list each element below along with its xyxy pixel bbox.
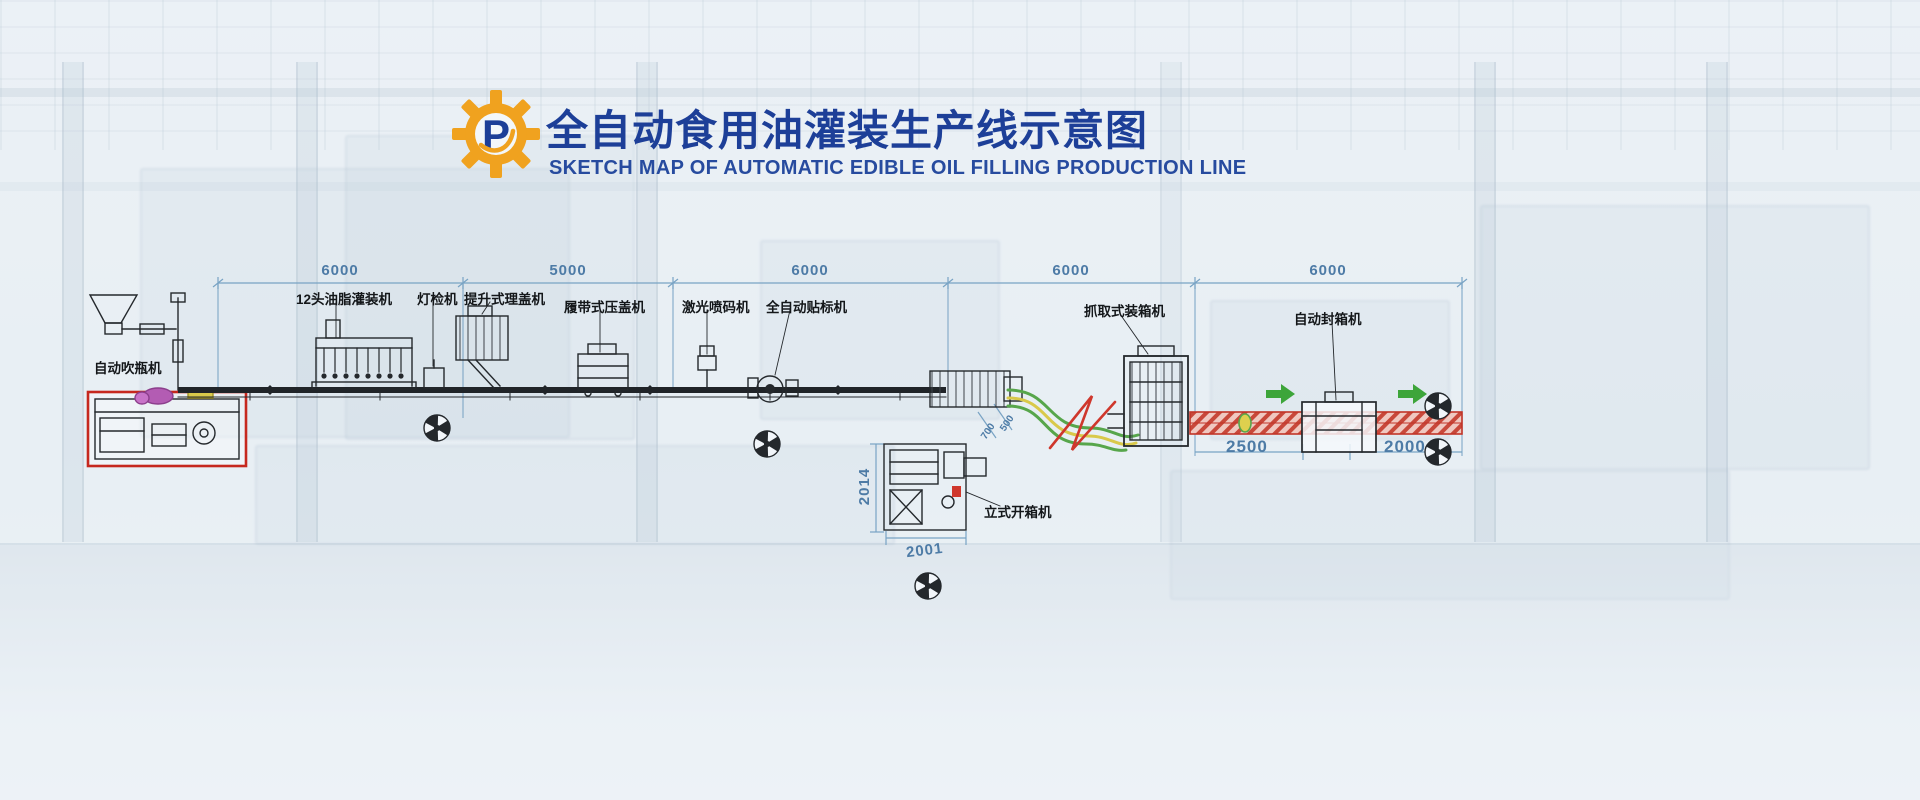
curve-conveyor-drawing [1006,388,1140,452]
label-case-packer: 抓取式装箱机 [1084,304,1165,319]
page-title: 全自动食用油灌装生产线示意图 [546,107,1149,154]
label-blow-molding: 自动吹瓶机 [94,361,162,376]
light-inspection-drawing [423,359,445,389]
case-opener-drawing [883,443,987,531]
label-capping: 履带式压盖机 [564,300,645,315]
case-sealer-drawing [1301,391,1377,453]
case-packer-drawing [1107,345,1189,447]
label-filling: 12头油脂灌装机 [296,292,393,307]
dim-label-packer-outfeed: 2500 [1226,437,1268,456]
company-logo: P [452,90,540,178]
dimension-lines [212,277,1468,545]
dim-label-segment-5: 6000 [1309,262,1347,279]
dim-label-sealer-outfeed: 2000 [1384,437,1426,456]
page-subtitle: SKETCH MAP OF AUTOMATIC EDIBLE OIL FILLI… [549,157,1247,179]
capping-machine-drawing [577,343,629,397]
blow-molder-feed-drawing [88,292,186,391]
label-case-sealer: 自动封箱机 [1294,312,1362,327]
cap-elevator-drawing [455,305,509,389]
dim-label-segment-2: 5000 [549,262,587,279]
dim-label-segment-4: 6000 [1052,262,1090,279]
label-laser-coder: 激光喷码机 [682,300,750,315]
dim-label-opener-height: 2014 [856,467,874,506]
labeling-machine-drawing [747,375,799,403]
gear-icon: P [452,90,540,178]
main-conveyor-drawing [177,385,947,401]
label-cap-elevator: 提升式理盖机 [464,292,545,307]
dim-label-segment-1: 6000 [321,262,359,279]
transfer-conveyor-drawing [929,370,1023,408]
label-leader-lines [335,301,1337,507]
label-labeling: 全自动贴标机 [766,300,847,315]
label-case-opener: 立式开箱机 [984,505,1052,520]
blow-molder-drawing [86,390,248,468]
flow-arrow-icons [1266,384,1427,404]
dim-label-segment-3: 6000 [791,262,829,279]
machines-drawing [86,292,1463,601]
filling-machine-drawing [311,319,417,390]
label-light-inspection: 灯检机 [417,292,458,307]
